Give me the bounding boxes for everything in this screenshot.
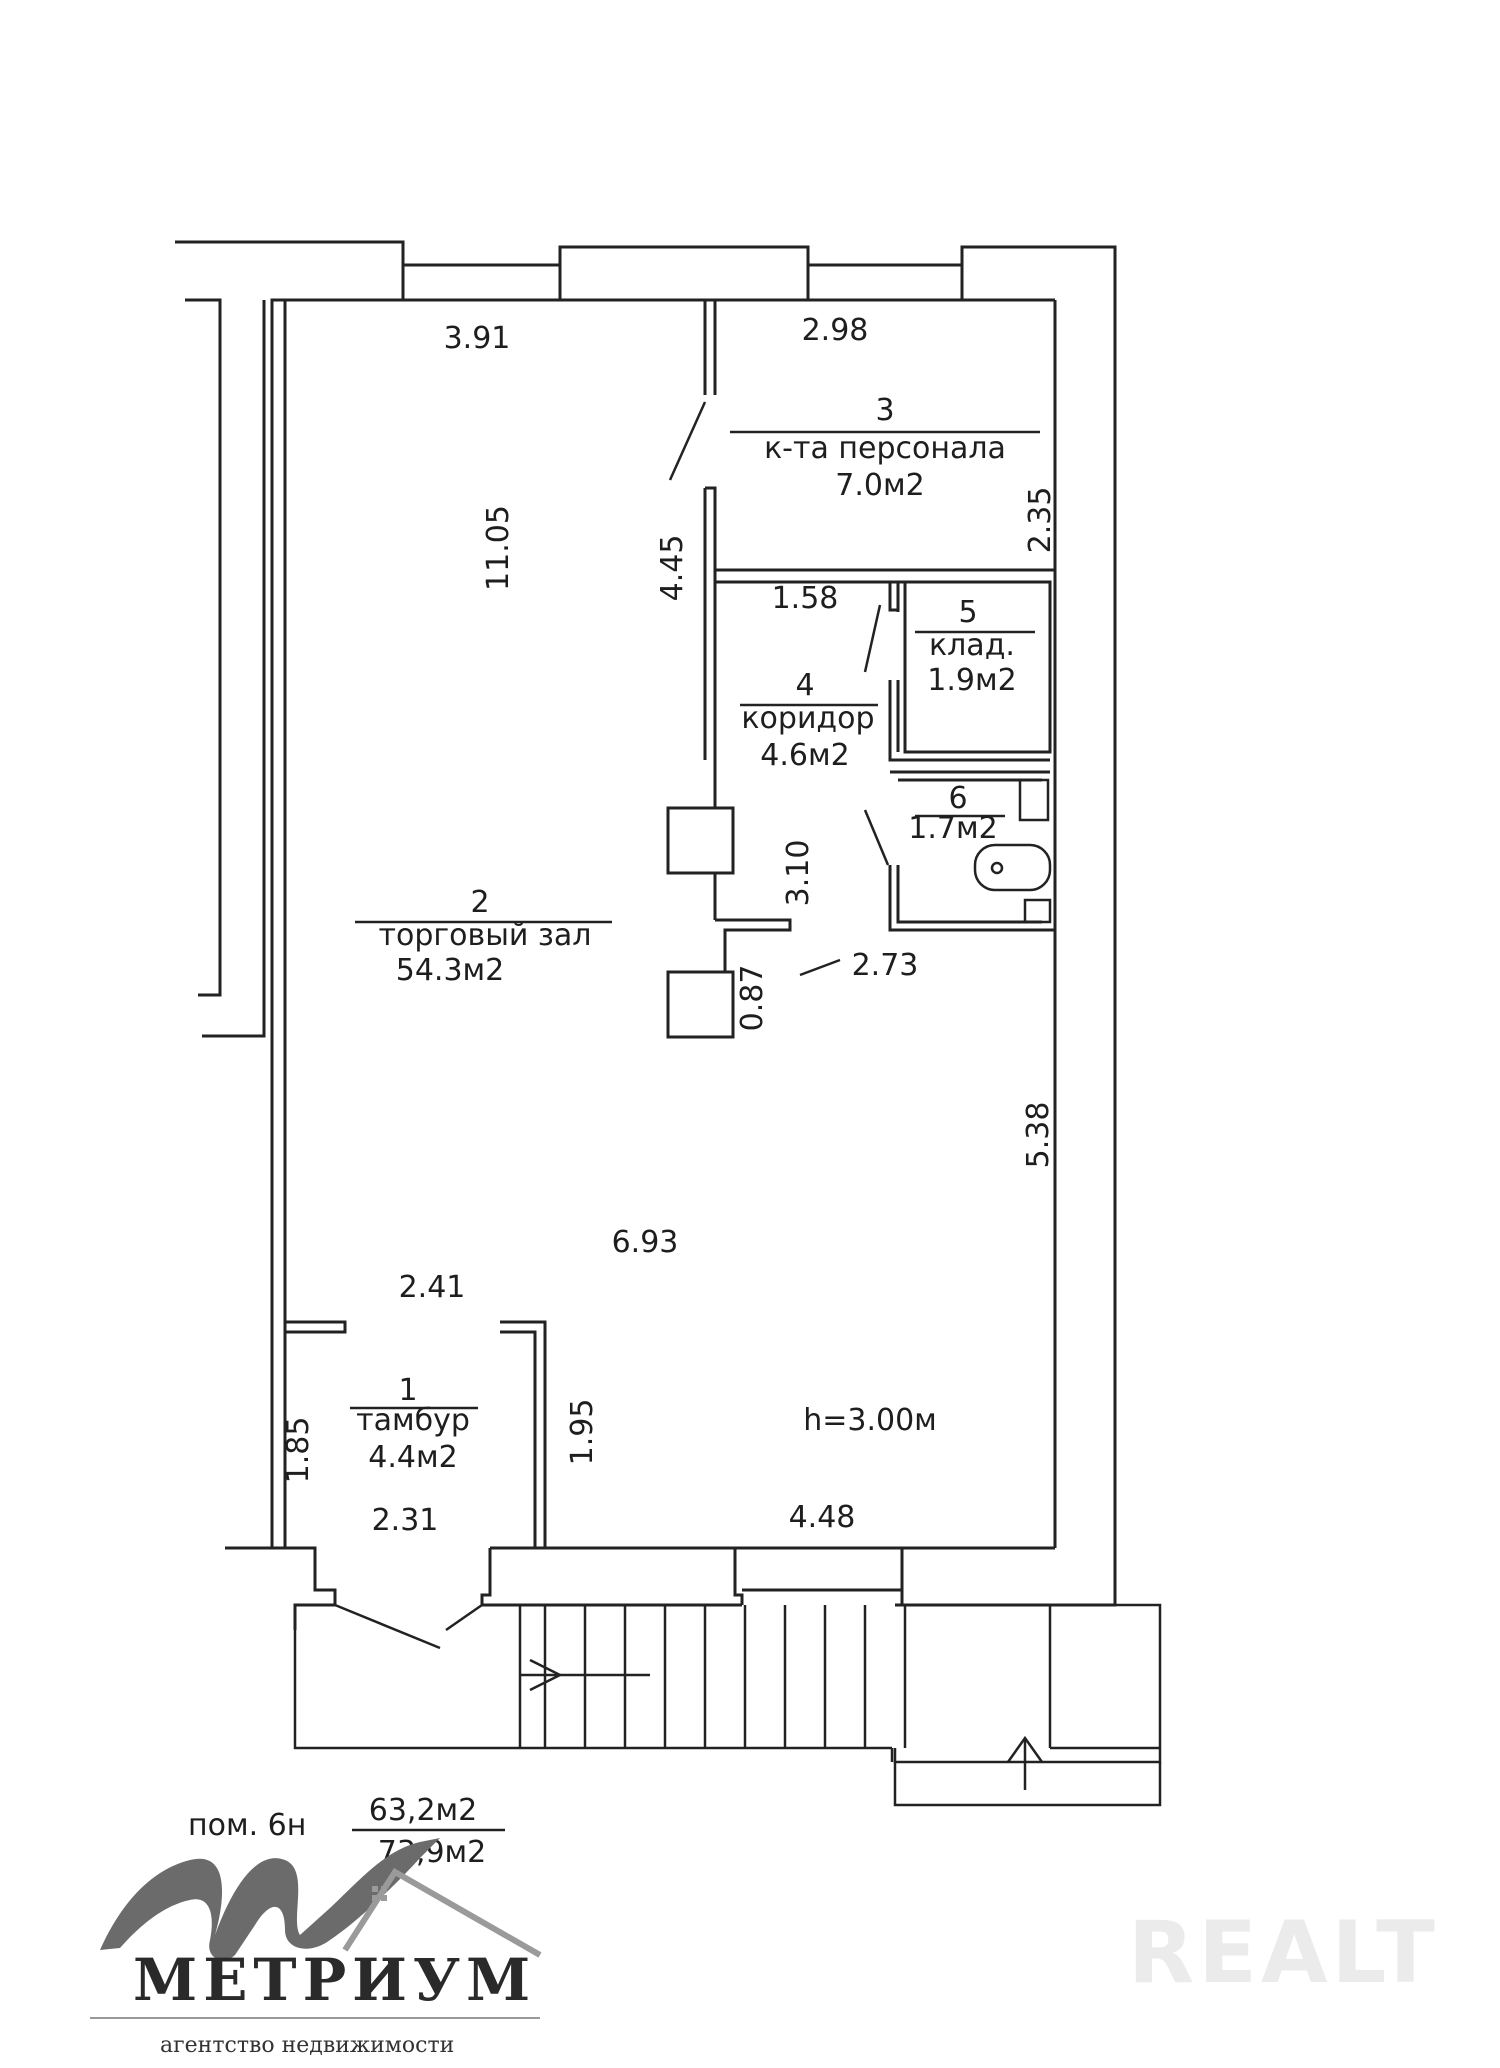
room-6-number: 6 xyxy=(948,781,967,816)
room-4-label: 4 коридор 4.6м2 xyxy=(740,668,878,773)
dim-6-93: 6.93 xyxy=(612,1225,679,1260)
logo-text: МЕТРИУМ xyxy=(133,1946,536,2014)
dim-3-10: 3.10 xyxy=(781,840,816,907)
room-6-area: 1.7м2 xyxy=(908,811,997,846)
metrium-logo: МЕТРИУМ агентство недвижимости xyxy=(90,1838,542,2058)
stair-steps xyxy=(543,1605,907,1748)
dim-11-05: 11.05 xyxy=(481,505,516,591)
outer-walls xyxy=(175,240,1117,1650)
logo-roof xyxy=(342,1867,542,1958)
dim-2-98: 2.98 xyxy=(802,313,869,348)
room-2-number: 2 xyxy=(470,885,489,920)
room-4-number: 4 xyxy=(795,668,814,703)
logo-tagline: агентство недвижимости xyxy=(160,2033,454,2058)
dim-4-45: 4.45 xyxy=(655,535,690,602)
dim-1-58: 1.58 xyxy=(772,581,839,616)
room-5-number: 5 xyxy=(958,595,977,630)
room-2-label: 2 торговый зал 54.3м2 xyxy=(355,885,612,988)
dim-2-73: 2.73 xyxy=(852,948,919,983)
room-3-number: 3 xyxy=(875,393,894,428)
logo-swoosh xyxy=(100,1838,440,1960)
room-6-label: 6 1.7м2 xyxy=(908,781,1005,846)
room-1-label: 1 тамбур 4.4м2 xyxy=(350,1373,478,1475)
dim-0-87: 0.87 xyxy=(735,965,770,1032)
room-5-label: 5 клад. 1.9м2 xyxy=(915,595,1035,698)
dimension-labels: 3.91 2.98 11.05 4.45 2.35 1.58 3.10 0.87… xyxy=(281,313,1058,1538)
realt-watermark: REALT xyxy=(1128,1903,1439,2003)
entrance-stairs xyxy=(293,1603,1162,1807)
room-1-area: 4.4м2 xyxy=(368,1440,457,1475)
dim-2-41: 2.41 xyxy=(399,1270,466,1305)
dim-1-85: 1.85 xyxy=(281,1417,316,1484)
ceiling-height: h=3.00м xyxy=(803,1403,937,1438)
premises-label: пом. 6н xyxy=(188,1808,306,1843)
room-5-area: 1.9м2 xyxy=(927,663,1016,698)
interior-walls xyxy=(285,300,1055,1548)
dim-1-95: 1.95 xyxy=(565,1399,600,1466)
dim-3-91: 3.91 xyxy=(444,321,511,356)
room-3-area: 7.0м2 xyxy=(835,468,924,503)
dim-2-31: 2.31 xyxy=(372,1503,439,1538)
dim-2-35: 2.35 xyxy=(1023,487,1058,554)
area-summary: пом. 6н 63,2м2 73,9м2 xyxy=(188,1793,505,1870)
room-2-area: 54.3м2 xyxy=(396,953,505,988)
room-4-area: 4.6м2 xyxy=(760,738,849,773)
room-3-name: к-та персонала xyxy=(764,431,1006,466)
room-5-name: клад. xyxy=(929,628,1015,663)
room-3-label: 3 к-та персонала 7.0м2 xyxy=(730,393,1040,503)
room-2-name: торговый зал xyxy=(379,918,592,953)
area-main: 63,2м2 xyxy=(369,1793,478,1828)
room-1-number: 1 xyxy=(398,1373,417,1408)
dim-4-48: 4.48 xyxy=(789,1500,856,1535)
room-1-name: тамбур xyxy=(356,1403,470,1438)
dim-5-38: 5.38 xyxy=(1021,1102,1056,1169)
room-4-name: коридор xyxy=(741,701,874,736)
